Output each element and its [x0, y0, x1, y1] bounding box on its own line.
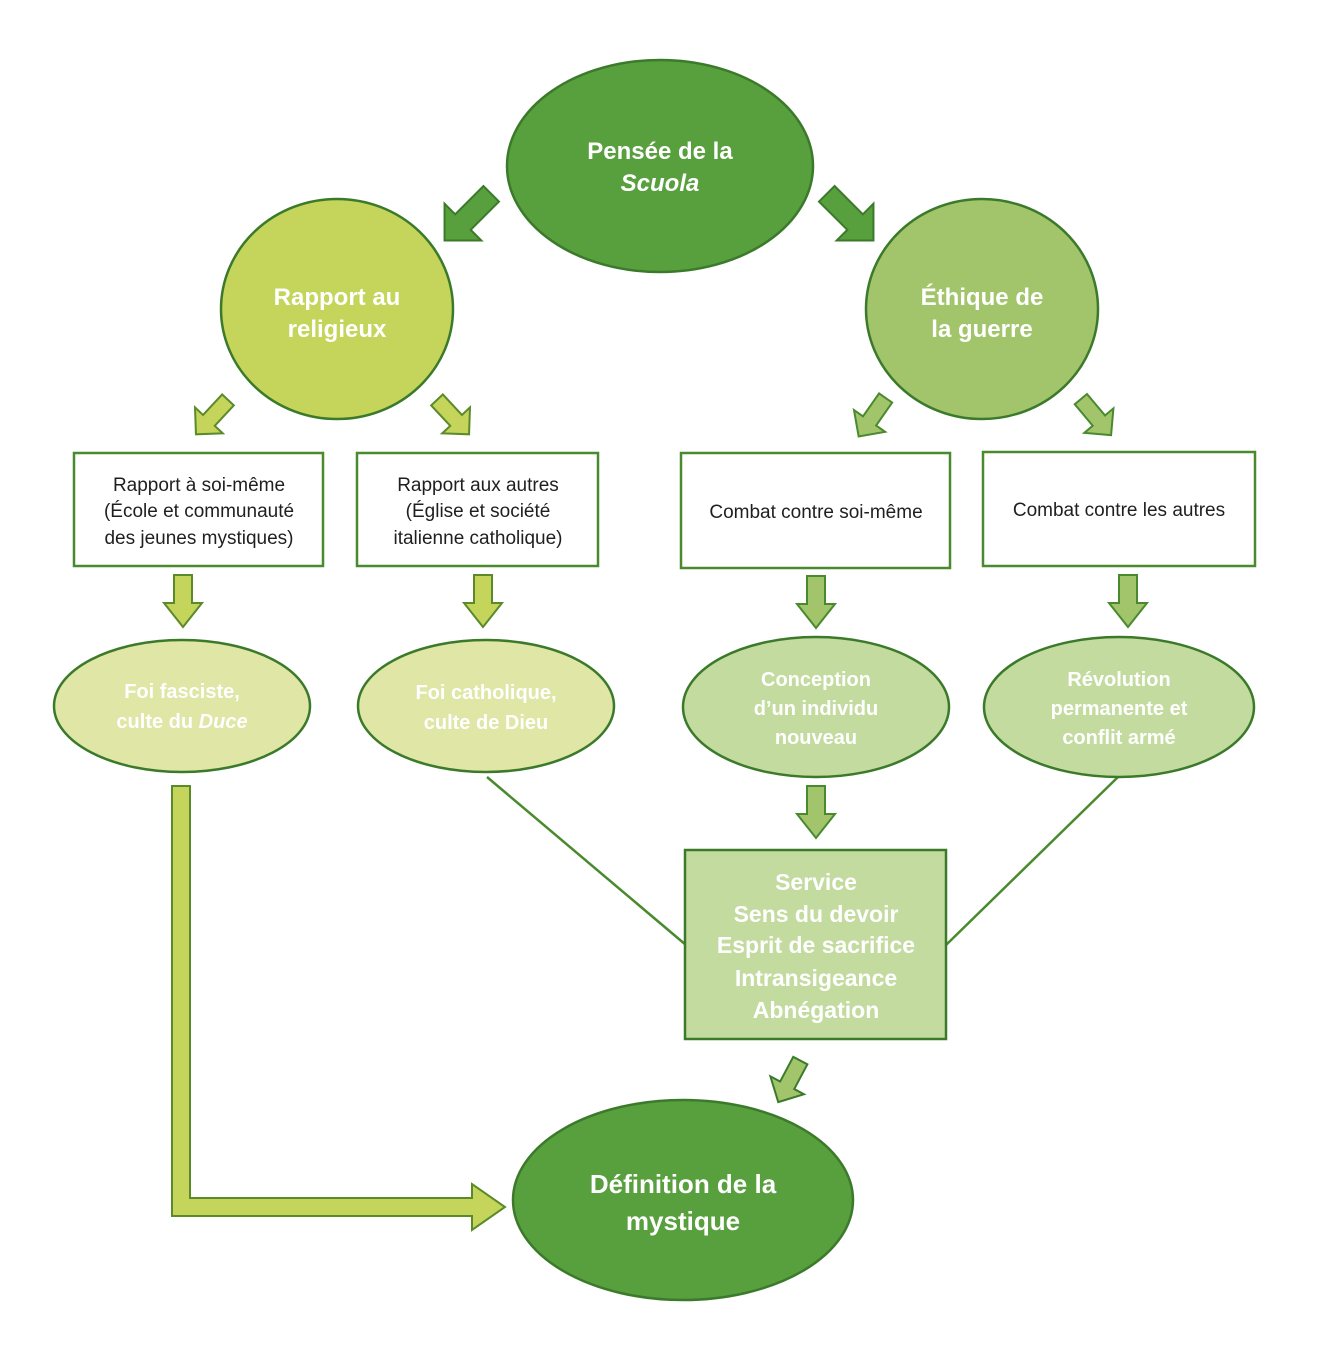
label-revolution-line-1: Révolution [1067, 669, 1170, 691]
label-catholic-faith-line-1: Foi catholique, [415, 682, 556, 704]
label-revolution: Révolution permanente et conflit armé [1051, 669, 1188, 749]
label-self-combat: Combat contre soi-même [709, 502, 922, 523]
connector-revolution-to-values [945, 776, 1119, 946]
arrow-values-to-definition [768, 1055, 809, 1104]
node-revolution [982, 635, 1256, 779]
node-war [864, 197, 1100, 421]
node-values [683, 848, 948, 1041]
arrow-self-relation-to-fascist-faith [161, 574, 205, 629]
label-values: Service Sens du devoir Esprit de sacrifi… [717, 869, 915, 1023]
label-values-duty: Sens du devoir [734, 901, 899, 927]
label-self-relation-line-2: (École et communauté [104, 501, 294, 522]
arrow-root-to-religion [443, 184, 501, 242]
label-self-relation-line-3: des jeunes mystiques) [104, 528, 293, 549]
label-others-relation-line-2: (Église et société [406, 501, 551, 522]
node-others-relation [355, 451, 600, 568]
label-definition-line-2: mystique [626, 1206, 740, 1236]
label-revolution-line-2: permanente et [1051, 698, 1188, 720]
label-catholic-faith-line-2: culte de Dieu [424, 712, 548, 734]
label-fascist-faith-line-2-text: culte du [116, 711, 198, 733]
label-values-service: Service [775, 869, 857, 895]
arrow-war-to-others-combat [1073, 392, 1115, 437]
node-fascist-faith [52, 638, 312, 774]
label-fascist-faith-duce: Duce [199, 711, 248, 733]
elbow-arrow-fascist-to-definition [171, 785, 507, 1232]
label-new-individual-line-2: d’un individu [754, 698, 878, 720]
label-religion-line-1: Rapport au [274, 284, 401, 311]
arrow-religion-to-self-relation [193, 393, 236, 436]
label-new-individual-line-3: nouveau [775, 727, 857, 749]
label-war-line-2: la guerre [931, 316, 1032, 343]
node-new-individual [681, 635, 951, 779]
label-new-individual: Conception d’un individu nouveau [754, 669, 878, 749]
label-values-sacrifice: Esprit de sacrifice [717, 932, 915, 958]
arrow-new-individual-to-values [794, 785, 838, 840]
node-root [505, 58, 815, 274]
label-religion-line-2: religieux [288, 316, 387, 343]
label-war: Éthique de la guerre [921, 283, 1044, 343]
label-others-combat-line-1: Combat contre les autres [1013, 500, 1225, 521]
label-definition: Définition de la mystique [590, 1169, 777, 1236]
label-fascist-faith-line-2: culte du Duce [116, 711, 247, 733]
label-root-line-2: Scuola [621, 170, 700, 197]
label-root: Pensée de la Scuola [587, 138, 733, 197]
label-fascist-faith-line-1: Foi fasciste, [124, 681, 240, 703]
arrow-others-combat-to-revolution [1106, 574, 1150, 629]
arrow-self-combat-to-new-individual [794, 575, 838, 630]
label-catholic-faith: Foi catholique, culte de Dieu [415, 682, 556, 734]
label-others-relation-line-1: Rapport aux autres [397, 475, 559, 496]
node-definition [511, 1098, 855, 1302]
node-religion [219, 197, 455, 421]
label-war-line-1: Éthique de [921, 283, 1044, 311]
label-self-relation-line-1: Rapport à soi-même [113, 475, 285, 496]
label-definition-line-1: Définition de la [590, 1169, 777, 1199]
connector-catholic-to-values [486, 776, 687, 946]
label-values-intransigence: Intransigeance [735, 965, 897, 991]
label-root-line-1: Pensée de la [587, 138, 733, 165]
label-values-abnegation: Abnégation [753, 997, 880, 1023]
arrow-others-relation-to-catholic-faith [461, 574, 505, 629]
label-fascist-faith: Foi fasciste, culte du Duce [116, 681, 247, 733]
label-self-combat-line-1: Combat contre soi-même [709, 502, 922, 523]
arrow-war-to-self-combat [852, 391, 894, 438]
label-new-individual-line-1: Conception [761, 669, 871, 691]
label-others-combat: Combat contre les autres [1013, 500, 1225, 521]
node-self-combat [679, 451, 952, 570]
label-revolution-line-3: conflit armé [1062, 727, 1175, 749]
arrow-religion-to-others-relation [429, 393, 472, 436]
arrow-root-to-war [817, 184, 875, 242]
label-others-relation: Rapport aux autres (Église et société it… [393, 475, 562, 549]
label-others-relation-line-3: italienne catholique) [393, 528, 562, 549]
label-self-relation: Rapport à soi-même (École et communauté … [104, 475, 294, 549]
node-others-combat [981, 450, 1257, 568]
label-religion: Rapport au religieux [274, 284, 401, 343]
node-self-relation [72, 451, 325, 568]
node-catholic-faith [356, 638, 616, 774]
